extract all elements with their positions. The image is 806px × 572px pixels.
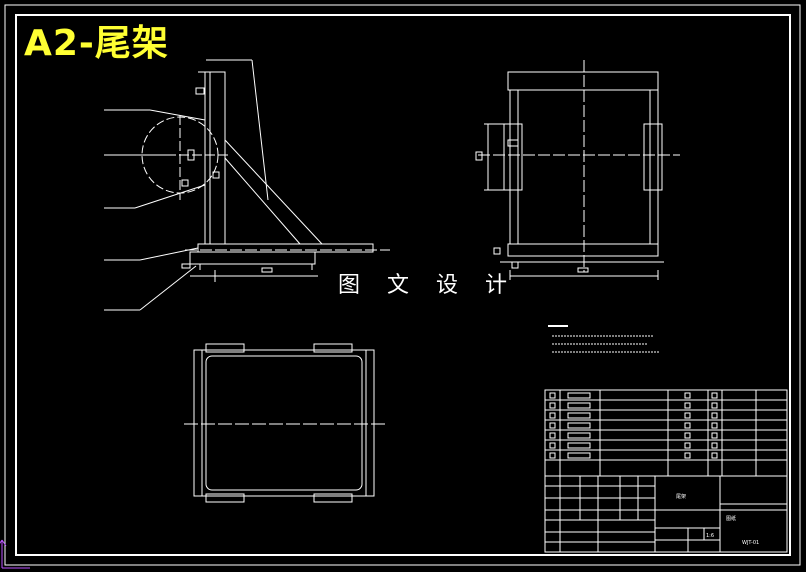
- scale-label: 1:6: [706, 533, 714, 539]
- title-block: [544, 389, 788, 553]
- drawing-title: A2-尾架: [24, 23, 169, 64]
- part-name: 尾架: [676, 494, 686, 500]
- ucs-icon: [0, 539, 30, 569]
- drawing-number: WJT-01: [742, 540, 759, 546]
- watermark-text: 图 文 设 计: [338, 273, 517, 298]
- top-view: [184, 343, 386, 503]
- outer-border: [4, 4, 801, 566]
- technical-notes: [548, 325, 660, 353]
- sheet-label: 图纸: [726, 515, 736, 522]
- inner-border: [15, 14, 791, 556]
- front-view: [104, 59, 390, 311]
- side-view: [475, 60, 680, 280]
